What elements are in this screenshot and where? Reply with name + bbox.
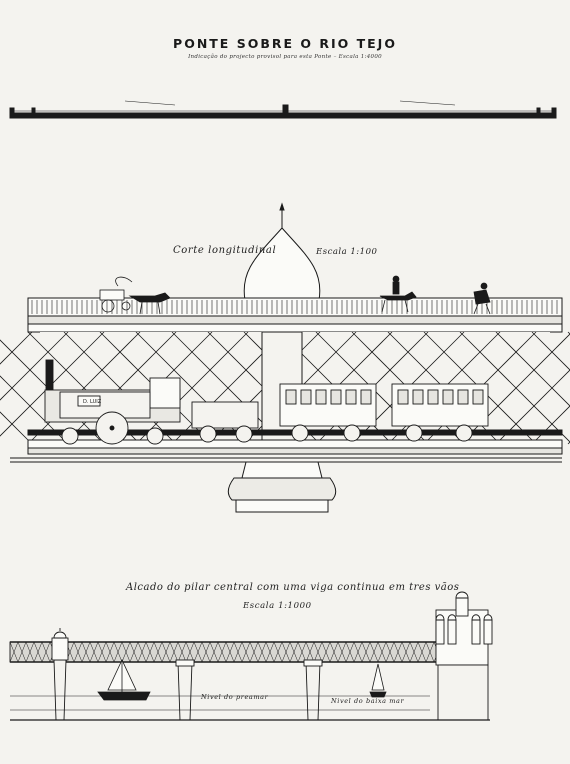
section-scale: Escala 1:100: [316, 247, 378, 257]
locomotive-name-plate: D. LUIZ: [83, 399, 102, 405]
overall-bridge-profile: [9, 100, 557, 119]
longitudinal-section: [0, 202, 570, 513]
section-label: Corte longitudinal: [173, 245, 277, 256]
horse-carriage: [99, 276, 171, 315]
high-tide-label: Nivel do preamar: [201, 693, 269, 701]
tender: [191, 401, 259, 443]
horse-rider: [379, 275, 417, 313]
low-tide-label: Nivel do baixa mar: [331, 697, 405, 705]
page-title: PONTE SOBRE O RIO TEJO: [173, 36, 397, 51]
elevation-scale: Escala 1:1000: [243, 601, 312, 611]
pedestrian-figure: [473, 282, 491, 315]
sailboat-large: [97, 659, 151, 701]
page-subtitle: Indicação do projecto provisol para esta…: [188, 54, 382, 60]
locomotive: [44, 359, 181, 445]
elevation-label: Alcado do pilar central com uma viga con…: [126, 582, 460, 593]
passenger-car-2: [391, 383, 489, 442]
passenger-car-1: [279, 383, 377, 442]
sailboat-small: [369, 663, 387, 698]
pier-elevation: [9, 591, 493, 721]
